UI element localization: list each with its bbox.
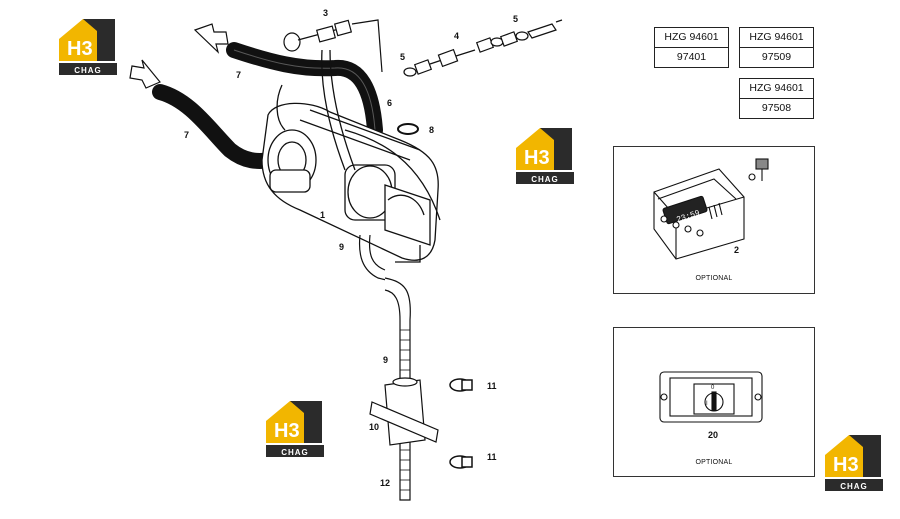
logo-mark: H3 bbox=[516, 128, 574, 184]
logo-text: CHAG bbox=[281, 448, 309, 457]
logo-text: CHAG bbox=[531, 175, 559, 184]
callout-9: 9 bbox=[339, 242, 344, 252]
air-flow-arrow-icon bbox=[129, 59, 161, 89]
reference-box-2: HZG 94601 97509 bbox=[739, 27, 814, 68]
logo-text: CHAG bbox=[840, 482, 868, 491]
logo-icon: H3 CHAG bbox=[823, 433, 885, 493]
reference-code: HZG 94601 bbox=[749, 82, 804, 94]
timer-drawing: 23:59 2 bbox=[653, 158, 769, 260]
callout-20: 20 bbox=[708, 430, 718, 440]
reference-number: 97508 bbox=[740, 98, 813, 118]
callout-7: 7 bbox=[236, 70, 241, 80]
callout-11: 11 bbox=[487, 452, 497, 462]
callout-12: 12 bbox=[380, 478, 390, 488]
logo-icon: H3 CHAG bbox=[514, 126, 576, 186]
logo-mark: H3 bbox=[825, 435, 883, 491]
callout-9: 9 bbox=[383, 355, 388, 365]
logo-icon: H3 CHAG bbox=[57, 17, 119, 77]
logo-letters: H3 bbox=[67, 38, 93, 60]
switch-position-1: I bbox=[706, 401, 708, 407]
reference-box-1: HZG 94601 97401 bbox=[654, 27, 729, 68]
reference-code: HZG 94601 bbox=[749, 31, 804, 43]
logo-mark: H3 bbox=[266, 401, 324, 457]
switch-drawing: 0 I 20 bbox=[659, 371, 763, 440]
logo-icon: H3 CHAG bbox=[264, 399, 326, 459]
callout-11: 11 bbox=[487, 381, 497, 391]
callout-2: 2 bbox=[734, 245, 739, 255]
callout-8: 8 bbox=[429, 125, 434, 135]
optional-timer-panel: 23:59 2 OPTIONAL bbox=[613, 146, 815, 294]
callout-10: 10 bbox=[369, 422, 379, 432]
optional-label: OPTIONAL bbox=[695, 459, 733, 466]
callout-7: 7 bbox=[184, 130, 189, 140]
switch-position-0: 0 bbox=[711, 385, 715, 391]
logo-text: CHAG bbox=[74, 66, 102, 75]
optional-label: OPTIONAL bbox=[695, 275, 733, 282]
callout-5: 5 bbox=[400, 52, 405, 62]
callout-3: 3 bbox=[323, 8, 328, 18]
reference-number: 97509 bbox=[740, 47, 813, 67]
callout-6: 6 bbox=[387, 98, 392, 108]
reference-number: 97401 bbox=[655, 47, 728, 67]
callout-4: 4 bbox=[454, 31, 459, 41]
logo-letters: H3 bbox=[274, 420, 300, 442]
reference-code: HZG 94601 bbox=[664, 31, 719, 43]
reference-box-3: HZG 94601 97508 bbox=[739, 78, 814, 119]
logo-letters: H3 bbox=[524, 147, 550, 169]
callout-5: 5 bbox=[513, 14, 518, 24]
logo-letters: H3 bbox=[833, 454, 859, 476]
optional-switch-panel: 0 I 20 OPTIONAL bbox=[613, 327, 815, 477]
callout-1: 1 bbox=[320, 210, 325, 220]
logo-mark: H3 bbox=[59, 19, 117, 75]
air-flow-arrow-icon bbox=[193, 23, 229, 54]
